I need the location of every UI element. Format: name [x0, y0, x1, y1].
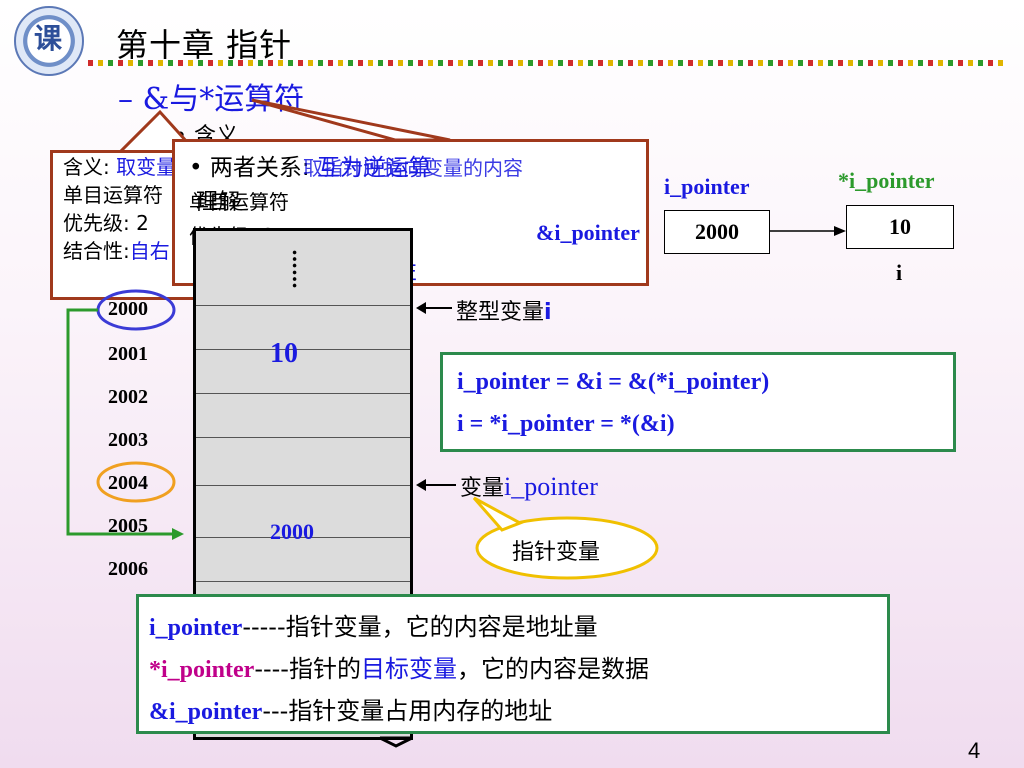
- logo-mark: 课: [33, 22, 62, 55]
- relation-line: • 两者关系: 互为逆运算: [189, 155, 432, 181]
- summary-line-pointer: i_pointer-----指针变量，它的内容是地址量: [149, 613, 598, 641]
- summary-line-deref: *i_pointer----指针的目标变量，它的内容是数据: [149, 655, 649, 683]
- memory-cell-2000: [196, 305, 410, 306]
- address-associativity: 结合性:自右: [63, 239, 170, 263]
- value-i: 10: [270, 338, 298, 369]
- memory-cell-2002: [196, 393, 410, 394]
- understand-label: 理解: [196, 190, 241, 215]
- memory-cell-2003: [196, 437, 410, 438]
- memory-ellipsis: ……: [288, 249, 312, 289]
- address-label: 2001: [108, 343, 148, 365]
- diagram-address-label: &i_pointer: [536, 220, 640, 245]
- equation-line-2: i = *i_pointer = *(&i): [457, 411, 675, 437]
- slide-title: 第十章 指针: [116, 26, 293, 64]
- pointer-bubble-label: 指针变量: [512, 540, 601, 565]
- address-type: 单目运算符: [63, 183, 163, 207]
- address-label: 2003: [108, 429, 148, 451]
- pointer-variable-label: 变量i_pointer: [460, 472, 598, 501]
- page-number: 4: [968, 738, 981, 763]
- address-precedence: 优先级: 2: [63, 211, 149, 235]
- address-meaning: 含义: 取变量: [63, 155, 177, 179]
- memory-cell-2005: [196, 537, 410, 538]
- memory-cell-2001: [196, 349, 410, 350]
- address-label: 2002: [108, 386, 148, 408]
- value-pointer: 2000: [270, 519, 314, 544]
- memory-cell-2006: [196, 581, 410, 582]
- deref-type: 单目运算符: [189, 190, 289, 214]
- diagram-i-label: i: [896, 260, 903, 285]
- address-label: 2006: [108, 558, 148, 580]
- slide-subtitle: – &与*运算符: [118, 82, 305, 117]
- address-label: 2004: [108, 472, 148, 494]
- summary-line-address: &i_pointer---指针变量占用内存的地址: [149, 697, 553, 725]
- summary-box: i_pointer-----指针变量，它的内容是地址量 *i_pointer--…: [136, 594, 890, 734]
- school-logo: [14, 6, 84, 76]
- diagram-deref-label: *i_pointer: [838, 168, 935, 193]
- address-label: 2005: [108, 515, 148, 537]
- diagram-pointer-label: i_pointer: [664, 174, 750, 199]
- int-variable-label: 整型变量i: [456, 300, 552, 325]
- equation-box: i_pointer = &i = &(*i_pointer) i = *i_po…: [440, 352, 956, 452]
- title-divider: [88, 60, 1003, 66]
- deref-meaning: 取指针所指向变量的内容: [303, 156, 523, 180]
- diagram-pointer-cell: 2000: [664, 210, 770, 254]
- equation-line-1: i_pointer = &i = &(*i_pointer): [457, 369, 770, 395]
- diagram-target-cell: 10: [846, 205, 954, 249]
- memory-cell-2004: [196, 485, 410, 486]
- address-label: 2000: [108, 298, 148, 320]
